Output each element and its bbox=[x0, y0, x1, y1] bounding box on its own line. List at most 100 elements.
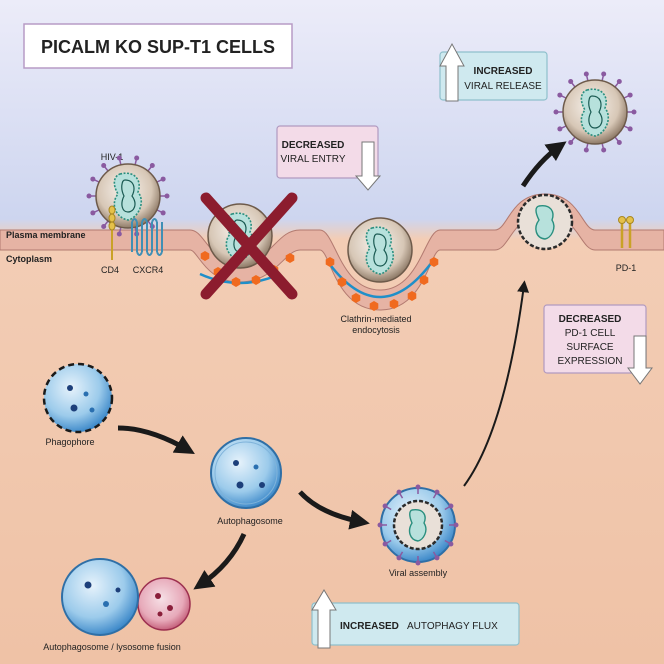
spike-knob bbox=[631, 109, 637, 115]
clathrin-hexagon bbox=[369, 301, 379, 311]
budding-virion bbox=[516, 193, 574, 251]
spike-knob bbox=[101, 163, 107, 169]
spike-knob bbox=[382, 541, 388, 547]
spike-knob bbox=[160, 176, 166, 182]
virus-spikes bbox=[86, 155, 170, 237]
fused-vesicle bbox=[61, 558, 191, 636]
spike-knob bbox=[448, 503, 454, 509]
spike-knob bbox=[627, 92, 633, 98]
increased-autophagy-flux-box bbox=[311, 602, 520, 646]
viral-assembly-vesicle bbox=[377, 484, 459, 566]
cytoplasm-label: Cytoplasm bbox=[6, 254, 52, 264]
decreased-viral-entry-box bbox=[276, 125, 379, 179]
viral-assembly-label: Viral assembly bbox=[389, 568, 448, 578]
spike-knob bbox=[149, 163, 155, 169]
title-box bbox=[23, 23, 293, 69]
down-arrow-icon bbox=[354, 141, 382, 191]
autophagy-box-text: AUTOPHAGY FLUX bbox=[407, 621, 498, 632]
spike-knob bbox=[557, 126, 563, 132]
spike-knob bbox=[86, 193, 92, 199]
spike-knob bbox=[101, 223, 107, 229]
spike-knob bbox=[601, 147, 607, 153]
spike-knob bbox=[616, 139, 622, 145]
spike-knob bbox=[90, 210, 96, 216]
page-title: PICALM KO SUP-T1 CELLS bbox=[41, 37, 275, 57]
clathrin-hexagon bbox=[285, 253, 295, 263]
autophagosome-arrow bbox=[298, 490, 370, 530]
autophagosome-label: Autophagosome bbox=[217, 516, 283, 526]
spike-knob bbox=[601, 71, 607, 77]
spike-knob bbox=[616, 79, 622, 85]
spike-knob bbox=[164, 193, 170, 199]
spike-knob bbox=[434, 489, 440, 495]
pd1-box-line3: SURFACE bbox=[566, 342, 614, 353]
pd1-box-bold: DECREASED bbox=[559, 314, 622, 325]
spike-knob bbox=[583, 71, 589, 77]
increased-viral-release-box bbox=[439, 51, 548, 101]
spike-knob bbox=[396, 555, 402, 561]
clathrin-hexagon bbox=[325, 257, 335, 267]
endocytosis-virion bbox=[347, 217, 413, 283]
spike-knob bbox=[627, 126, 633, 132]
cd4-receptor bbox=[108, 205, 116, 260]
clathrin-hexagon bbox=[429, 257, 439, 267]
fusion-arrow bbox=[193, 532, 247, 590]
virus-spikes bbox=[553, 71, 637, 153]
cxcr4-label: CXCR4 bbox=[133, 265, 164, 275]
hiv-label: HIV-1 bbox=[101, 152, 124, 162]
spike-knob bbox=[583, 147, 589, 153]
spike-knob bbox=[90, 176, 96, 182]
clathrin-hexagon bbox=[200, 251, 210, 261]
spike-knob bbox=[396, 489, 402, 495]
spike-knob bbox=[116, 155, 122, 161]
pd1-box-line2: PD-1 CELL bbox=[565, 328, 616, 339]
entry-box-text: VIRAL ENTRY bbox=[280, 154, 345, 165]
spike-knob bbox=[568, 79, 574, 85]
spike-knob bbox=[415, 484, 421, 490]
clathrin-label-line1: Clathrin-mediated bbox=[340, 314, 411, 324]
clathrin-label-line2: endocytosis bbox=[352, 325, 400, 335]
block-cross bbox=[200, 192, 298, 300]
plasma-membrane-label: Plasma membrane bbox=[6, 230, 86, 240]
vesicle-spikes bbox=[377, 484, 459, 566]
clathrin-hexagon bbox=[351, 293, 361, 303]
autophagosome bbox=[210, 437, 282, 509]
spike-knob bbox=[568, 139, 574, 145]
clathrin-hexagon bbox=[231, 277, 241, 287]
spike-knob bbox=[448, 541, 454, 547]
spike-knob bbox=[382, 503, 388, 509]
up-arrow-icon bbox=[439, 42, 465, 102]
spike-knob bbox=[434, 555, 440, 561]
pd1-label: PD-1 bbox=[616, 263, 637, 273]
autophagy-box-bold: INCREASED bbox=[340, 621, 399, 632]
clathrin-hexagon bbox=[389, 299, 399, 309]
pd1-receptor bbox=[618, 216, 634, 248]
spike-knob bbox=[116, 231, 122, 237]
spike-knob bbox=[377, 522, 383, 528]
plasma-membrane bbox=[0, 193, 664, 311]
release-box-text: VIRAL RELEASE bbox=[464, 81, 542, 92]
clathrin-coat bbox=[326, 261, 434, 299]
pd1-box-line4: EXPRESSION bbox=[557, 356, 622, 367]
down-arrow-icon bbox=[627, 335, 653, 385]
clathrin-hexagon bbox=[337, 277, 347, 287]
entry-box-bold: DECREASED bbox=[282, 140, 345, 151]
clathrin-hexagon bbox=[419, 275, 429, 285]
phagophore-label: Phagophore bbox=[45, 437, 94, 447]
up-arrow-icon bbox=[311, 589, 337, 649]
spike-knob bbox=[453, 522, 459, 528]
release-arrow bbox=[520, 141, 567, 188]
cxcr4-receptor bbox=[131, 218, 163, 256]
spike-knob bbox=[134, 155, 140, 161]
spike-knob bbox=[160, 210, 166, 216]
cd4-label: CD4 bbox=[101, 265, 119, 275]
fusion-label: Autophagosome / lysosome fusion bbox=[43, 642, 181, 652]
released-virion bbox=[553, 71, 637, 153]
spike-knob bbox=[557, 92, 563, 98]
spike-knob bbox=[415, 560, 421, 566]
spike-knob bbox=[553, 109, 559, 115]
clathrin-hexagons bbox=[325, 257, 439, 311]
assembly-to-membrane-arrow bbox=[463, 280, 530, 487]
